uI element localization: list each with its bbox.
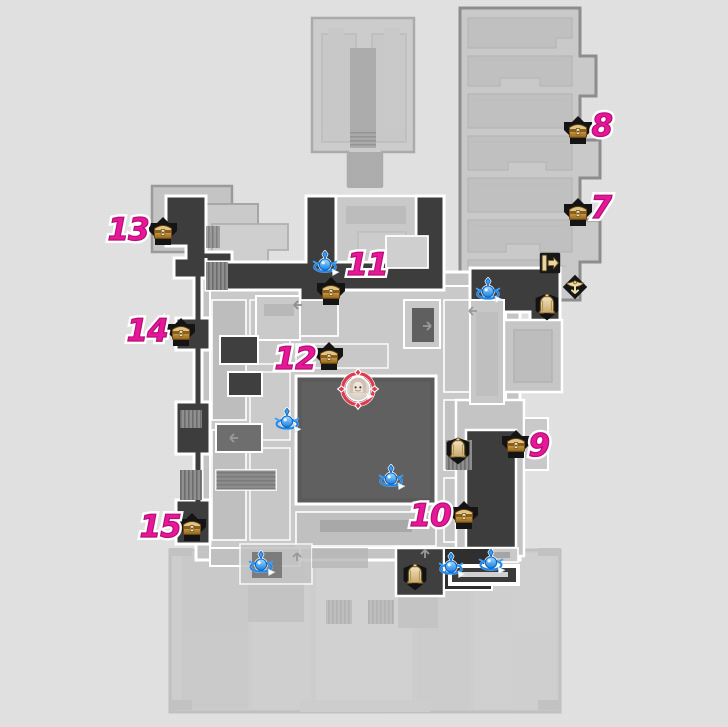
bell-shop-icon[interactable] xyxy=(402,563,428,591)
treasure-chest-icon[interactable] xyxy=(166,317,196,347)
blue-orb-icon[interactable] xyxy=(437,552,467,582)
treasure-chest-icon[interactable] xyxy=(177,512,207,542)
fast-travel-beacon-icon[interactable] xyxy=(562,274,588,300)
treasure-chest-icon[interactable] xyxy=(314,341,344,371)
blue-orb-icon[interactable] xyxy=(477,548,507,578)
stair-segments xyxy=(180,226,228,500)
bell-shop-icon[interactable] xyxy=(534,293,560,321)
player-position-icon[interactable] xyxy=(336,367,380,411)
treasure-chest-icon[interactable] xyxy=(148,216,178,246)
bell-shop-icon[interactable] xyxy=(445,437,471,465)
central-north-rooms xyxy=(255,194,441,349)
blue-orb-icon[interactable] xyxy=(311,250,341,280)
north-tower-region xyxy=(310,16,416,188)
blue-orb-icon[interactable] xyxy=(273,407,303,437)
blue-orb-icon[interactable] xyxy=(474,277,504,307)
treasure-chest-icon[interactable] xyxy=(563,197,593,227)
treasure-chest-icon[interactable] xyxy=(449,500,479,530)
exit-door-icon[interactable] xyxy=(539,252,561,274)
blue-orb-icon[interactable] xyxy=(247,550,277,580)
east-wing-corridor xyxy=(446,266,564,563)
direction-arrow-group xyxy=(229,300,477,561)
blue-orb-icon[interactable] xyxy=(377,464,407,494)
treasure-chest-icon[interactable] xyxy=(501,429,531,459)
treasure-chest-icon[interactable] xyxy=(563,115,593,145)
treasure-chest-icon[interactable] xyxy=(316,276,346,306)
center-left-dark-rooms xyxy=(215,335,277,491)
east-hall-region xyxy=(458,6,602,302)
